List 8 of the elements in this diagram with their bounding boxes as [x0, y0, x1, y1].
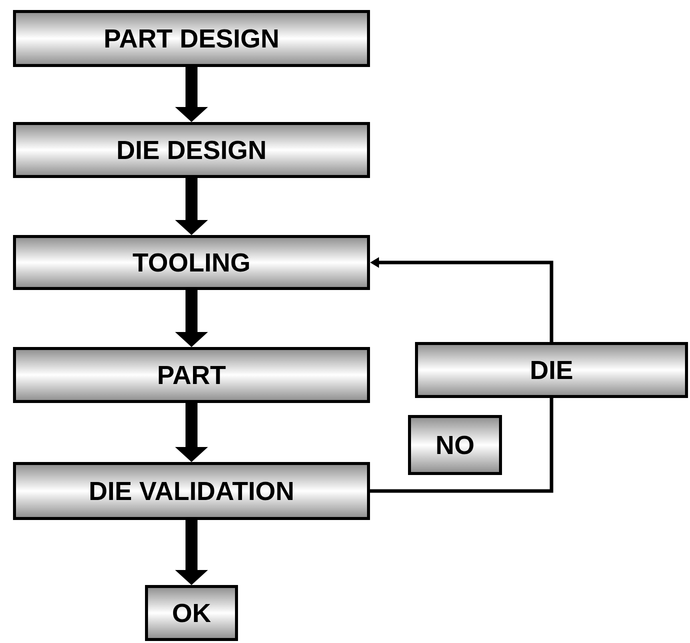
process-box: PART DESIGN	[13, 10, 370, 67]
process-box: PART	[13, 347, 370, 403]
process-box: DIE VALIDATION	[13, 462, 370, 520]
process-box: TOOLING	[13, 235, 370, 290]
process-box: OK	[145, 585, 238, 641]
process-box: DIE DESIGN	[13, 122, 370, 178]
process-box: DIE	[415, 342, 688, 398]
process-box: NO	[408, 415, 502, 475]
